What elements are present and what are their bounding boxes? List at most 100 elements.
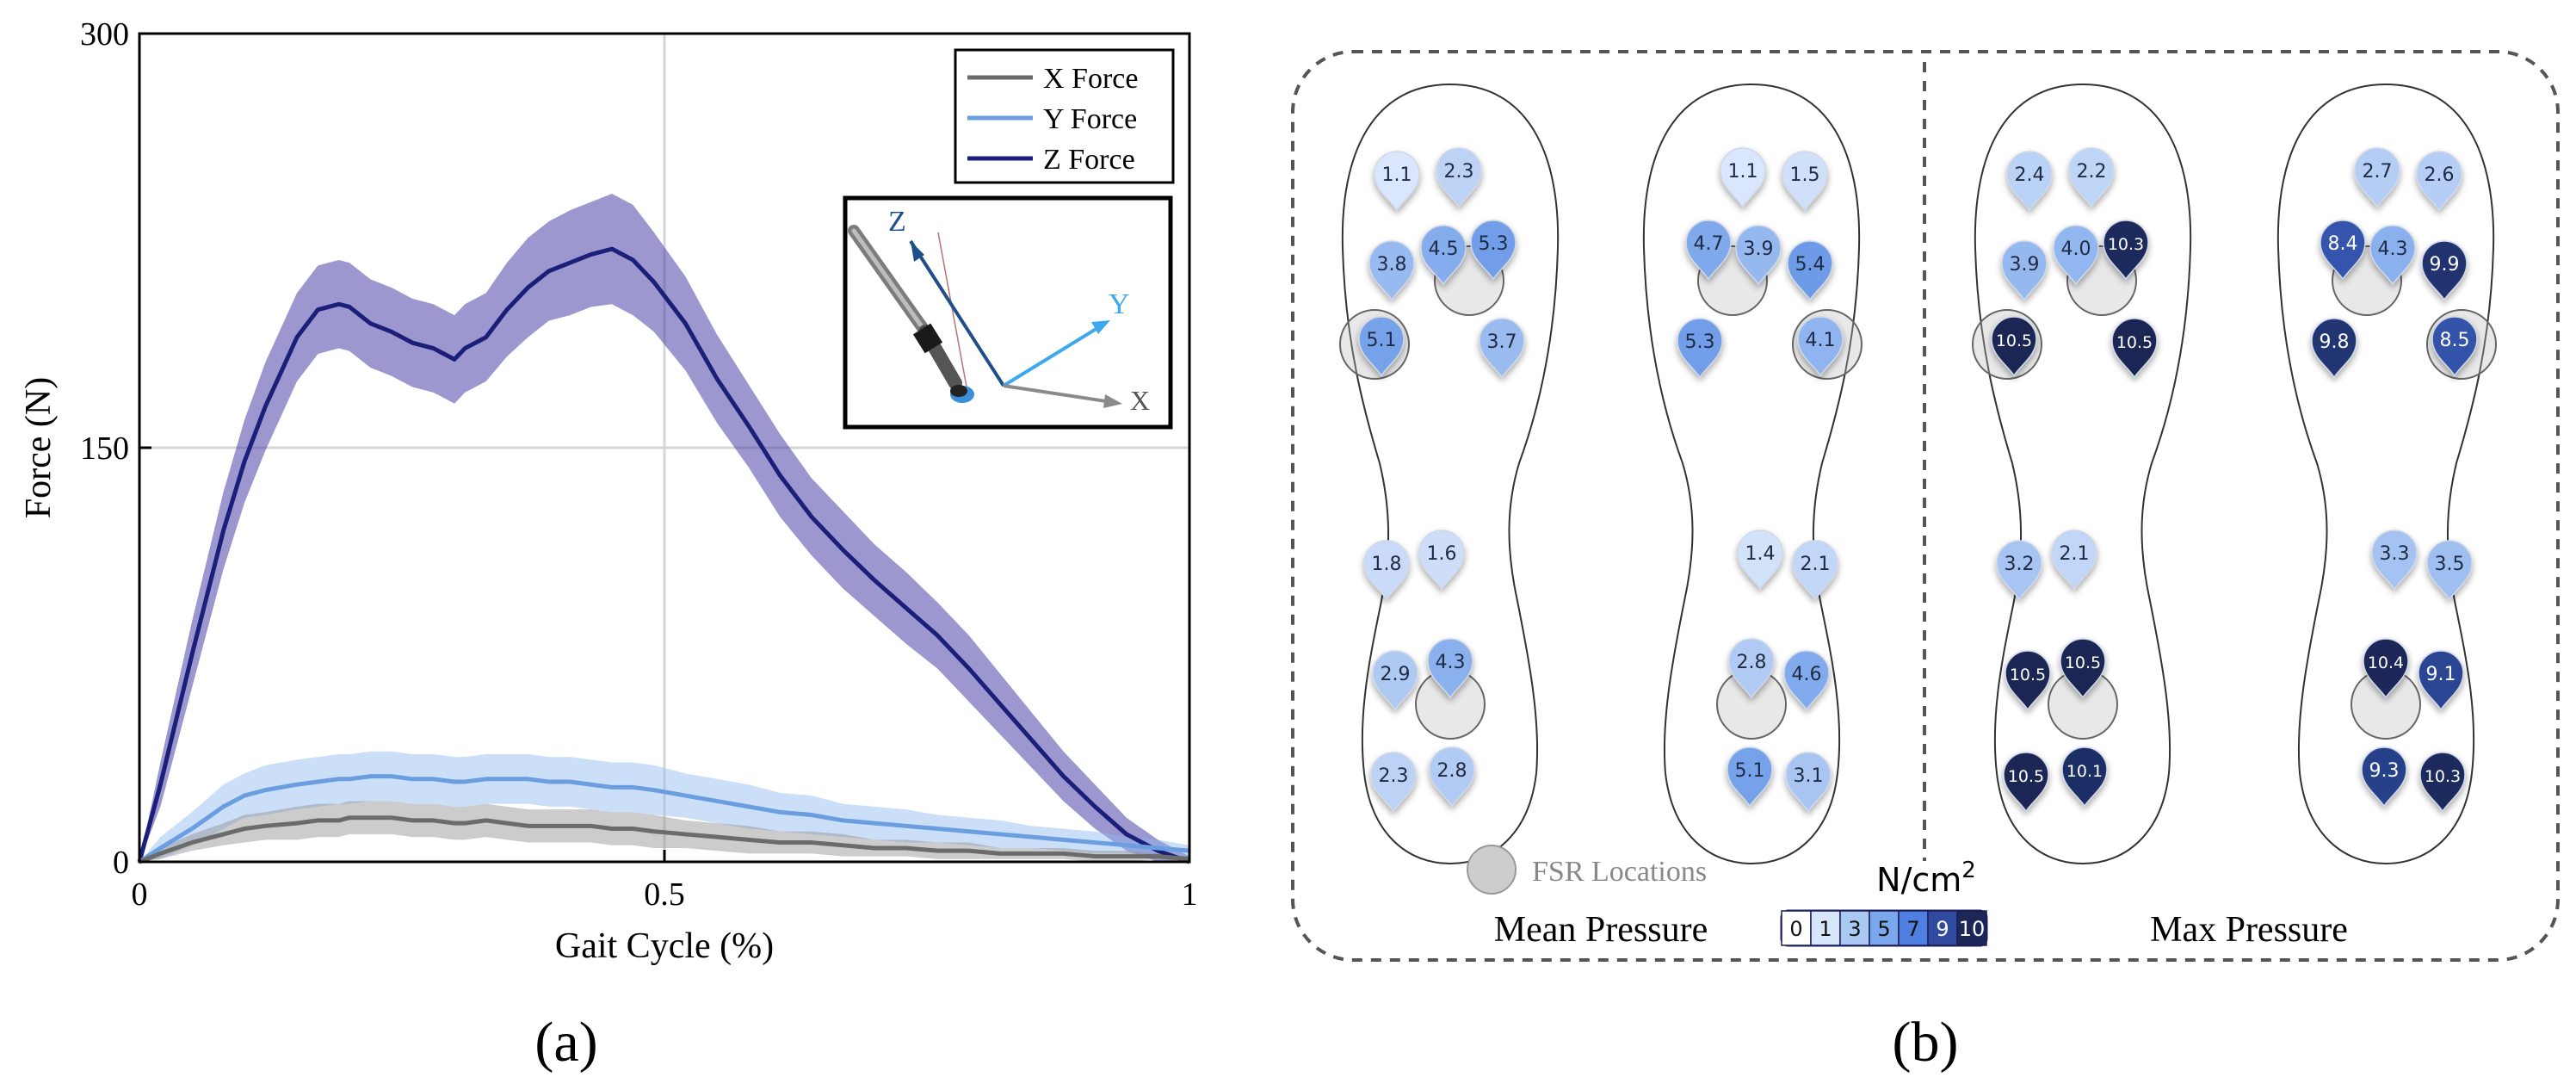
pressure-pin-icon [2431, 316, 2478, 377]
pressure-value: 10.3 [2425, 767, 2461, 786]
pressure-pin-icon [1677, 318, 1723, 379]
pressure-marker: 2.8 [1728, 638, 1775, 699]
z-arrowhead-icon [911, 241, 924, 262]
pressure-value: 5.3 [1685, 331, 1715, 353]
pressure-marker: 2.7 [2354, 147, 2400, 208]
pressure-marker: 10.3 [2103, 220, 2149, 281]
panel-b-label: (b) [1893, 1011, 1959, 1074]
pressure-value: 3.1 [1794, 765, 1824, 787]
pressure-marker: 2.1 [1792, 540, 1838, 601]
z-axis-arrow [909, 239, 1005, 387]
pressure-pin-icon [2060, 638, 2106, 699]
pressure-value: 2.1 [1801, 554, 1831, 575]
pressure-value: 9.1 [2426, 664, 2456, 685]
pressure-marker: 10.5 [2111, 318, 2158, 379]
insole-shape [1974, 83, 2192, 865]
pressure-pin-icon [1996, 540, 2042, 601]
pressure-value: 4.5 [1429, 238, 1459, 260]
pressure-value: 9.8 [2320, 331, 2350, 353]
pressure-value: 2.9 [1381, 664, 1411, 685]
pressure-marker: 3.1 [1785, 752, 1832, 813]
pressure-pin-icon [2103, 220, 2149, 281]
pressure-marker: 2.9 [1372, 650, 1418, 711]
colorbar-tick-label: 1 [1819, 917, 1832, 941]
pressure-marker: 1.1 [1374, 151, 1420, 212]
pressure-pin-icon [1991, 316, 2037, 377]
pressure-value: 10.5 [2116, 333, 2153, 352]
pressure-value: 1.8 [1372, 554, 1402, 575]
pressure-value: 10.4 [2368, 653, 2404, 672]
inset-x-label: X [1130, 385, 1150, 416]
band-z-force [139, 193, 1189, 862]
pressure-marker: 9.1 [2418, 650, 2464, 711]
colorbar-tick-label: 7 [1906, 917, 1919, 941]
pressure-pin-icon [2421, 240, 2468, 301]
pressure-pin-icon [1785, 752, 1832, 813]
pressure-value: 2.2 [2077, 161, 2107, 183]
pressure-panel-frame [1291, 50, 2560, 962]
y-axis-label: Force (N) [19, 377, 59, 518]
y-tick-label: 150 [80, 430, 129, 467]
inset-y-label: Y [1109, 288, 1130, 320]
pressure-value: 3.2 [2005, 554, 2035, 575]
pressure-pin-icon [1720, 147, 1766, 208]
pressure-value: 10.5 [1996, 331, 2032, 350]
pressure-marker: 3.9 [2001, 240, 2048, 301]
colorbar-swatch [1898, 910, 1929, 946]
pressure-pin-icon [2061, 746, 2108, 808]
fsr-legend-icon [1467, 845, 1517, 895]
pressure-marker: 10.5 [2003, 752, 2049, 813]
pressure-pin-icon [1363, 540, 1410, 601]
y-axis-arrow [1002, 321, 1108, 387]
pressure-value: 8.4 [2328, 233, 2358, 255]
insole-shape [1341, 83, 1560, 865]
pressure-pin-icon [1685, 220, 1732, 281]
pressure-pin-icon [2416, 151, 2462, 212]
pressure-marker: 2.2 [2068, 147, 2115, 208]
pressure-value: 4.3 [1436, 652, 1466, 673]
force-lines [137, 246, 1190, 864]
insole-outline-mean-left [1339, 83, 1560, 865]
pressure-value: 2.3 [1379, 765, 1409, 787]
pressure-value: 2.8 [1437, 760, 1467, 782]
pressure-marker: 1.6 [1418, 530, 1465, 591]
pressure-value: 2.1 [2060, 543, 2090, 565]
pressure-pin-icon [2354, 147, 2400, 208]
pressure-marker: 9.3 [2361, 746, 2407, 808]
pressure-pin-icon [2311, 318, 2357, 379]
pressure-marker: 10.3 [2419, 752, 2466, 813]
inset-frame [843, 195, 1173, 430]
pressure-value: 5.3 [1479, 233, 1509, 255]
pressure-marker: 8.5 [2431, 316, 2478, 377]
pressure-value: 1.1 [1382, 164, 1412, 186]
pressure-marker: 4.0 [2053, 225, 2099, 286]
panel-a-label: (a) [534, 1011, 597, 1074]
pressure-value: 1.5 [1790, 164, 1820, 186]
pressure-pin-icon [1737, 530, 1783, 591]
pressure-marker: 2.8 [1429, 746, 1475, 808]
pressure-value: 10.1 [2066, 762, 2103, 781]
line-y-force [138, 774, 1190, 864]
pressure-pin-icon [2320, 220, 2366, 281]
colorbar-unit: N/cm2 [1876, 858, 1976, 899]
colorbar-tick-label: 5 [1877, 917, 1890, 941]
pressure-value: 10.5 [2008, 767, 2044, 786]
pressure-value: 4.3 [2378, 238, 2408, 260]
pressure-value: 9.9 [2430, 254, 2460, 276]
pressure-pin-icon [1420, 225, 1467, 286]
pressure-marker: 2.3 [1436, 147, 1482, 208]
pressure-pin-icon [2001, 240, 2048, 301]
insole-shape [1642, 83, 1861, 865]
inset-z-label: Z [888, 206, 906, 238]
sensor-axes-inset: Z Y X [843, 195, 1173, 430]
pressure-value: 3.3 [2380, 543, 2410, 565]
x-tick-label: 0.5 [644, 876, 685, 913]
pressure-pin-icon [1787, 240, 1833, 301]
legend-label-y: Y Force [1043, 103, 1137, 135]
